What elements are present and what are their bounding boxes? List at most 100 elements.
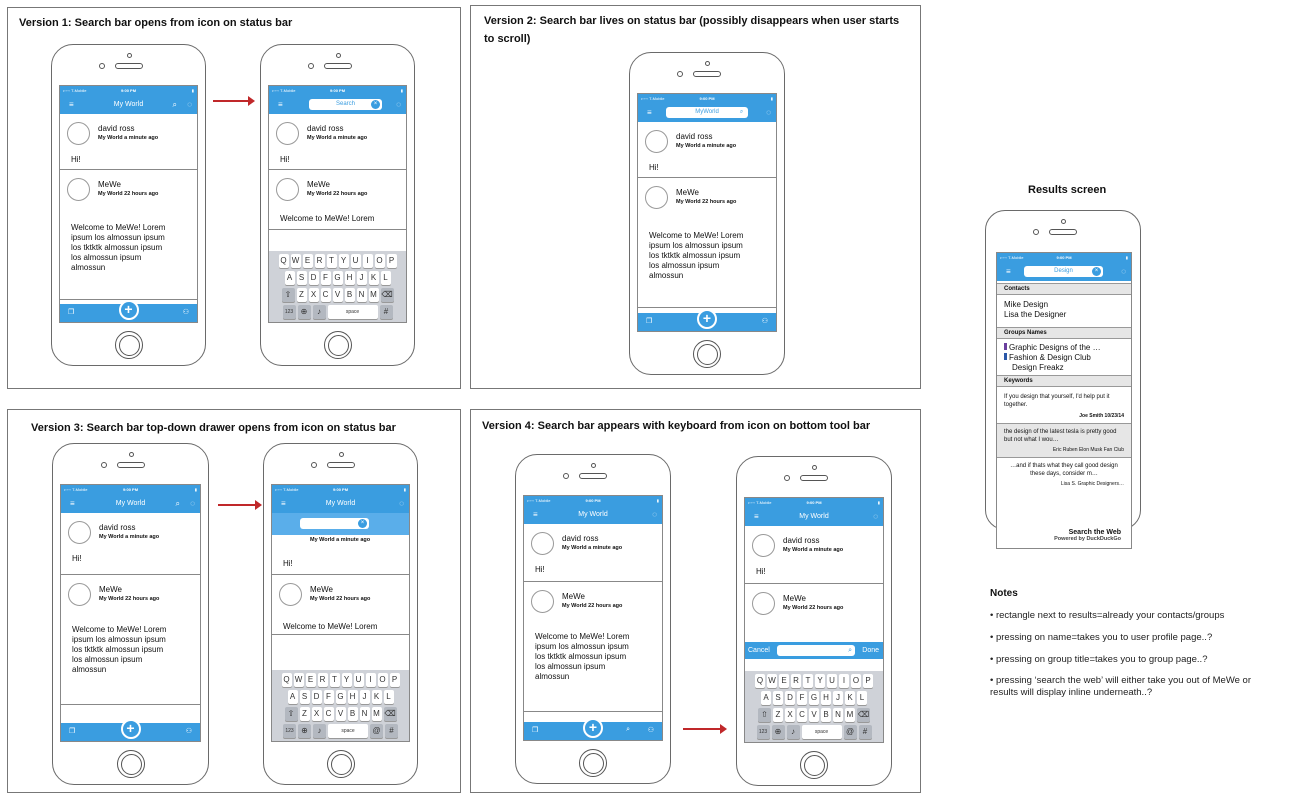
post-card[interactable]: MeWe My World 22 hours ago Welcome to Me… [269, 170, 406, 230]
post-author[interactable]: MeWe [99, 585, 122, 594]
key[interactable]: N [833, 708, 843, 722]
post-card[interactable]: MeWe My World 22 hours ago Welcome to Me… [60, 170, 197, 300]
backspace-icon[interactable]: ⌫ [857, 708, 870, 722]
mic-icon[interactable]: ♪ [313, 724, 326, 738]
key[interactable]: K [371, 690, 382, 704]
key[interactable]: W [290, 254, 301, 268]
space-key[interactable]: space [327, 305, 378, 319]
key[interactable]: W [293, 673, 304, 687]
post-card[interactable]: david ross My World a minute ago Hi! [638, 122, 776, 178]
mic-icon[interactable]: ♪ [786, 725, 800, 739]
backspace-icon[interactable]: ⌫ [383, 707, 397, 721]
search-input[interactable]: Search× [309, 99, 382, 110]
menu-icon[interactable]: ≡ [278, 100, 283, 109]
clear-icon[interactable]: × [1092, 267, 1101, 276]
keyword-result[interactable]: If you design that yourself, I'd help pu… [997, 387, 1131, 424]
avatar[interactable] [531, 532, 554, 555]
menu-icon[interactable]: ≡ [754, 512, 759, 521]
key[interactable]: P [389, 673, 400, 687]
key[interactable]: J [359, 690, 370, 704]
book-icon[interactable]: ❐ [646, 318, 653, 325]
group-item[interactable]: Design Freakz [1012, 363, 1064, 372]
menu-icon[interactable]: ≡ [647, 108, 652, 117]
key[interactable]: B [344, 288, 355, 302]
key[interactable]: F [320, 271, 331, 285]
key[interactable]: F [323, 690, 334, 704]
done-button[interactable]: Done [862, 647, 879, 654]
key[interactable]: P [386, 254, 397, 268]
key[interactable]: A [284, 271, 295, 285]
post-card[interactable]: david ross My World a minute ago Hi! [745, 526, 883, 584]
key[interactable]: V [809, 708, 819, 722]
key[interactable]: P [863, 674, 873, 688]
key[interactable]: K [845, 691, 855, 705]
post-card[interactable]: My World a minute ago Hi! [272, 535, 409, 575]
chat-icon[interactable]: ◌ [399, 499, 404, 508]
menu-icon[interactable]: ≡ [533, 510, 538, 519]
clear-icon[interactable]: × [358, 519, 367, 528]
search-icon[interactable]: ⌕ [739, 109, 744, 115]
contact-item[interactable]: Mike Design [1004, 300, 1049, 309]
chat-icon[interactable]: ◌ [1121, 267, 1126, 276]
chat-icon[interactable]: ◌ [396, 100, 401, 109]
numbers-key[interactable]: 123 [283, 724, 296, 738]
search-icon[interactable]: ⌕ [172, 100, 177, 109]
key[interactable]: U [350, 254, 361, 268]
key[interactable]: U [353, 673, 364, 687]
avatar[interactable] [531, 590, 554, 613]
key[interactable]: T [329, 673, 340, 687]
search-icon[interactable]: ⌕ [626, 726, 630, 733]
key[interactable]: M [368, 288, 379, 302]
key[interactable]: F [797, 691, 807, 705]
shift-icon[interactable]: ⇧ [281, 288, 295, 302]
key[interactable]: Y [341, 673, 352, 687]
numbers-key[interactable]: 123 [756, 725, 770, 739]
key[interactable]: N [359, 707, 370, 721]
keyword-result[interactable]: the design of the latest tesla is pretty… [997, 424, 1131, 458]
key[interactable]: B [821, 708, 831, 722]
add-post-button[interactable]: + [118, 300, 139, 320]
post-card[interactable]: MeWe My World 22 hours ago Welcome to Me… [638, 178, 776, 308]
key[interactable]: E [302, 254, 313, 268]
avatar[interactable] [68, 521, 91, 544]
post-author[interactable]: david ross [307, 124, 344, 133]
post-card[interactable]: david ross My World a minute ago Hi! [269, 114, 406, 170]
key[interactable]: U [827, 674, 837, 688]
post-author[interactable]: MeWe [310, 585, 333, 594]
avatar[interactable] [752, 534, 775, 557]
post-author[interactable]: david ross [676, 132, 713, 141]
key[interactable]: O [377, 673, 388, 687]
post-author[interactable]: david ross [99, 523, 136, 532]
add-post-button[interactable]: + [697, 309, 717, 329]
add-post-button[interactable]: + [583, 718, 603, 738]
key[interactable]: S [773, 691, 783, 705]
key[interactable]: G [809, 691, 819, 705]
cancel-button[interactable]: Cancel [748, 647, 770, 654]
group-item[interactable]: Fashion & Design Club [997, 353, 1131, 363]
chat-icon[interactable]: ◌ [873, 512, 878, 521]
menu-icon[interactable]: ≡ [1006, 267, 1011, 276]
key[interactable]: L [380, 271, 391, 285]
key[interactable]: R [314, 254, 325, 268]
key[interactable]: V [332, 288, 343, 302]
menu-icon[interactable]: ≡ [70, 499, 75, 508]
search-icon[interactable]: ⌕ [175, 499, 180, 508]
key[interactable]: I [365, 673, 376, 687]
shift-icon[interactable]: ⇧ [758, 708, 771, 722]
keyword-result[interactable]: …and if thats what they call good design… [1010, 463, 1124, 487]
key[interactable]: T [326, 254, 337, 268]
at-key[interactable]: @ [843, 725, 857, 739]
key[interactable]: B [347, 707, 358, 721]
post-author[interactable]: MeWe [676, 188, 699, 197]
search-input[interactable]: ⌕ [777, 645, 855, 656]
key[interactable]: R [317, 673, 328, 687]
key[interactable]: M [845, 708, 855, 722]
key[interactable]: Z [296, 288, 307, 302]
key[interactable]: J [356, 271, 367, 285]
key[interactable]: Q [278, 254, 289, 268]
key[interactable]: E [305, 673, 316, 687]
shift-icon[interactable]: ⇧ [284, 707, 298, 721]
mic-icon[interactable]: ♪ [312, 305, 326, 319]
at-key[interactable]: @ [370, 724, 383, 738]
key[interactable]: Y [338, 254, 349, 268]
